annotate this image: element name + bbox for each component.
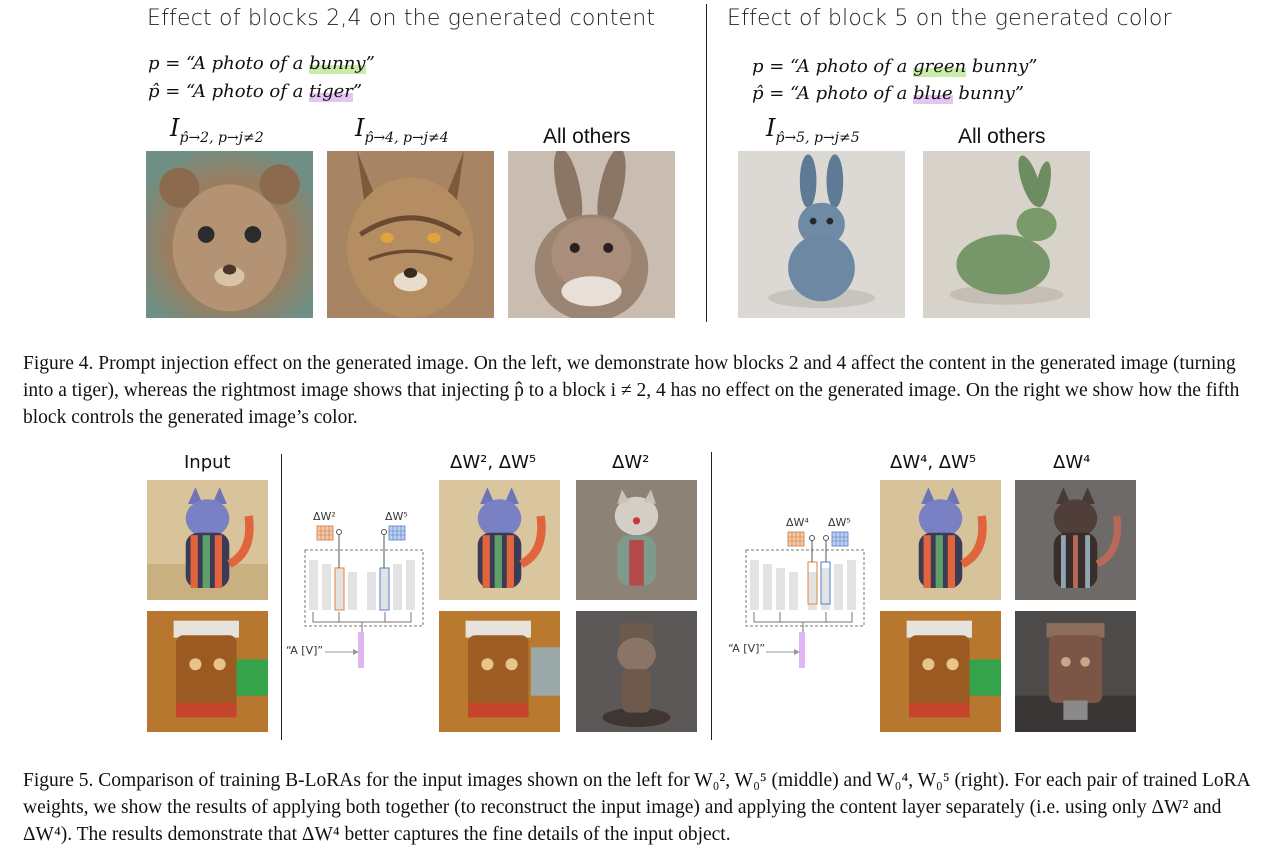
right-both-cat-image xyxy=(880,480,1001,600)
fig4-col-label-others-right: All others xyxy=(958,125,1046,148)
right-single-tiki-mug-image xyxy=(1015,611,1136,732)
fig5-caption: Figure 5. Comparison of training B-LoRAs… xyxy=(23,770,1250,845)
fig4-right-prompt-phat: p̂ = “A photo of a blue bunny” xyxy=(752,83,1025,104)
right-both-tiki-mug-image xyxy=(880,611,1001,732)
right-single-cat-image xyxy=(1015,480,1136,600)
fig4-left-prompt-p: p = “A photo of a bunny” xyxy=(148,53,375,74)
fig4-divider xyxy=(706,4,707,322)
fig4-left-title: Effect of blocks 2,4 on the generated co… xyxy=(147,6,656,31)
green-bunny-image xyxy=(923,151,1090,318)
diag-left-w-b: ΔW⁵ xyxy=(385,510,408,523)
tiger-cub-image xyxy=(146,151,313,318)
mid-both-cat-image xyxy=(439,480,560,600)
fig4-col-label-others-left: All others xyxy=(543,125,631,148)
fig5-divider-left xyxy=(281,454,282,740)
input-cat-image xyxy=(147,480,268,600)
unet-diagram-left: ΔW² ΔW⁵ “A [V]” xyxy=(286,510,432,672)
unet-diagram-right: ΔW⁴ ΔW⁵ “A [V]” xyxy=(728,512,873,672)
mid-single-tiki-figure-image xyxy=(576,611,697,732)
diag-right-w-b: ΔW⁵ xyxy=(828,516,851,529)
fig4-right-title: Effect of block 5 on the generated color xyxy=(727,6,1172,31)
fig5-right-single-label: ΔW⁴ xyxy=(1053,452,1091,473)
fig5-mid-both-label: ΔW², ΔW⁵ xyxy=(450,452,537,473)
diag-left-w-a: ΔW² xyxy=(313,510,336,523)
fig4-col-label-block5: Ip̂→5, p→j≠5 xyxy=(766,114,860,146)
bunny-image xyxy=(508,151,675,318)
fig4-col-label-block2: Ip̂→2, p→j≠2 xyxy=(170,114,264,146)
tiger-hare-image xyxy=(327,151,494,318)
mid-single-cat-image xyxy=(576,480,697,600)
diag-right-prompt: “A [V]” xyxy=(728,642,766,655)
blue-bunny-image xyxy=(738,151,905,318)
fig5-divider-right xyxy=(711,452,712,740)
fig4-left-prompt-phat: p̂ = “A photo of a tiger” xyxy=(148,81,363,102)
fig5-right-both-label: ΔW⁴, ΔW⁵ xyxy=(890,452,977,473)
diag-right-w-a: ΔW⁴ xyxy=(786,516,809,529)
diag-left-prompt: “A [V]” xyxy=(286,644,324,657)
input-tiki-mug-image xyxy=(147,611,268,732)
fig5-input-label: Input xyxy=(184,452,231,473)
fig5-mid-single-label: ΔW² xyxy=(612,452,650,473)
fig4-right-prompt-p: p = “A photo of a green bunny” xyxy=(752,56,1038,77)
fig4-col-label-block4: Ip̂→4, p→j≠4 xyxy=(355,114,449,146)
mid-both-tiki-mug-image xyxy=(439,611,560,732)
fig4-caption: Figure 4. Prompt injection effect on the… xyxy=(23,353,1240,428)
